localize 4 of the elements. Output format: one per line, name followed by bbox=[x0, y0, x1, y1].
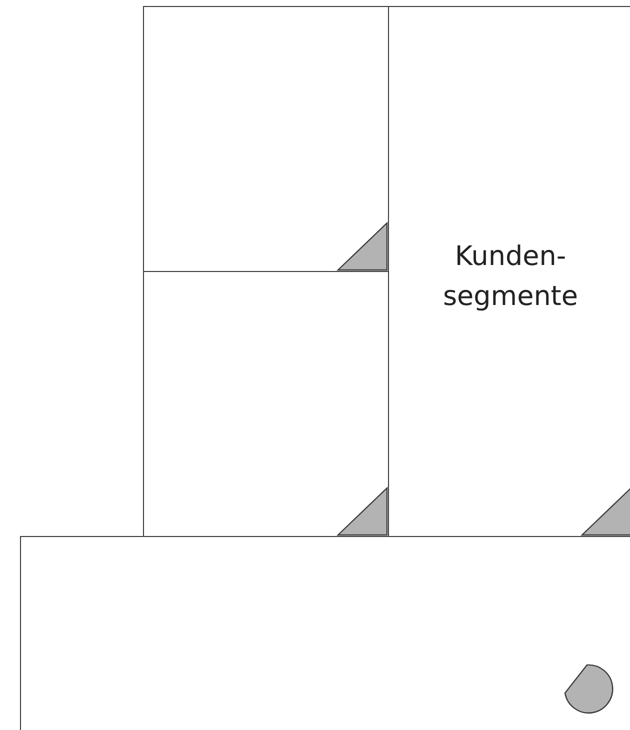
segment-box bbox=[388, 6, 630, 537]
canvas-box bbox=[143, 271, 389, 537]
segment-label: Kunden- segmente bbox=[442, 240, 580, 314]
canvas-box bbox=[143, 6, 389, 272]
